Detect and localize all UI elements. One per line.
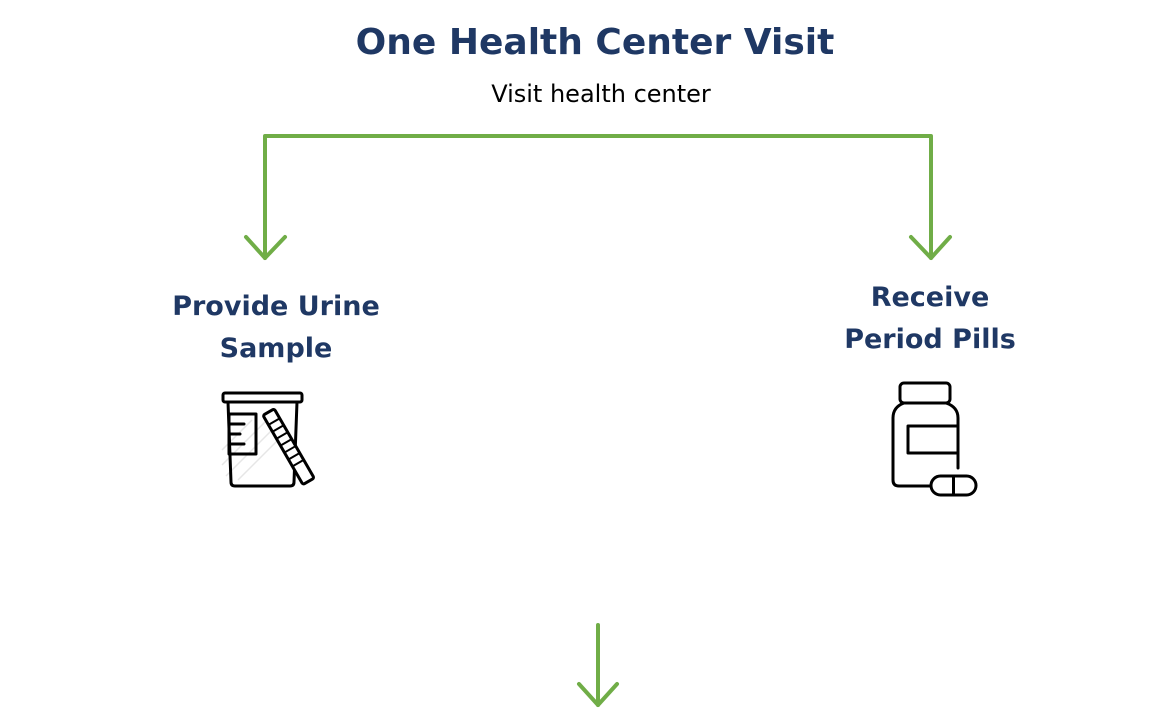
step-label-line: Receive [870,282,990,313]
page-title: One Health Center Visit [355,22,835,63]
step-provide-urine-sample: Provide Urine Sample [146,286,406,370]
arrowhead-down [577,682,619,707]
branch-connector-line [263,134,933,260]
step-receive-period-pills: Receive Period Pills [800,277,1060,361]
step-label-line: Provide Urine [172,291,380,322]
urine-sample-cup-icon [221,391,315,488]
page-subtitle: Visit health center [491,80,711,108]
arrowhead-right [909,235,952,260]
step-label-line: Sample [219,333,333,364]
pill-bottle-icon [891,381,978,497]
step-label-line: Period Pills [844,324,1016,355]
arrowhead-left [244,235,287,260]
